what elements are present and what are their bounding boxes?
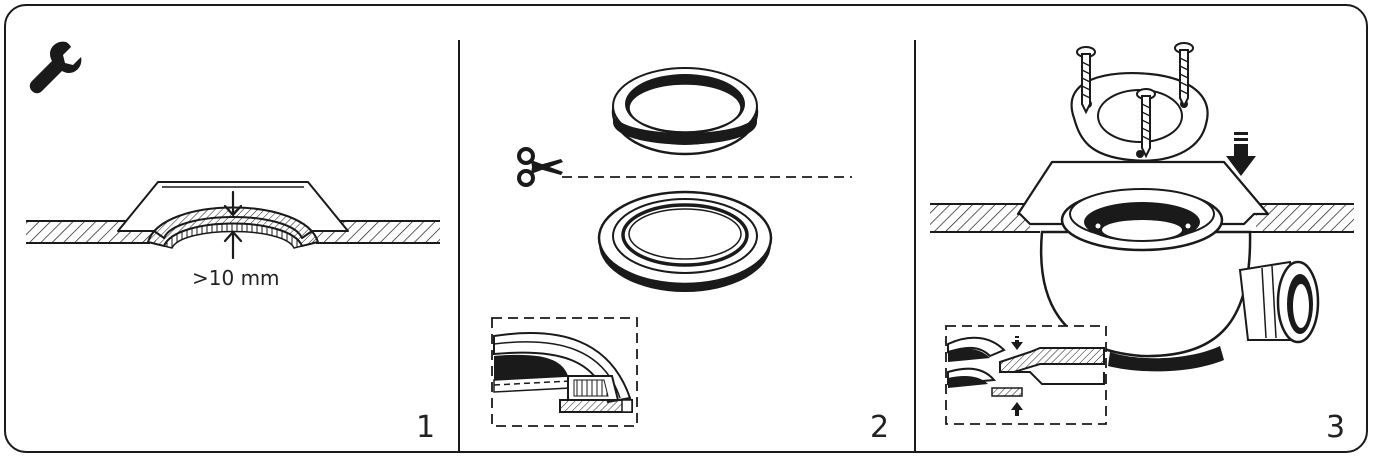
diagram-frame [4, 4, 1368, 453]
cut-seal-ring [611, 67, 759, 156]
floor-section-right-3 [1256, 204, 1354, 232]
scissors-icon [517, 147, 563, 187]
measurement-label: >10 mm [192, 266, 280, 290]
measurement-arrows [223, 190, 243, 260]
seal-ring [597, 190, 773, 292]
clamp-ring [1070, 71, 1209, 162]
screw-right [1174, 42, 1194, 109]
step-number-1: 1 [416, 410, 436, 445]
panel-2 [491, 67, 852, 427]
drain-flange [1060, 188, 1224, 252]
screw-left [1076, 46, 1096, 115]
step-number-3: 3 [1326, 410, 1346, 445]
panel-3 [930, 42, 1354, 425]
floor-section-left-3 [930, 204, 1030, 232]
down-arrow-icon [1226, 132, 1256, 176]
step-number-2: 2 [870, 410, 890, 445]
flange-detail-inset [945, 325, 1107, 425]
screw-center [1136, 88, 1156, 159]
ring-detail-inset [491, 317, 638, 427]
drain-body [1039, 230, 1320, 372]
panel-1 [26, 41, 440, 260]
wrench-icon [29, 41, 82, 94]
